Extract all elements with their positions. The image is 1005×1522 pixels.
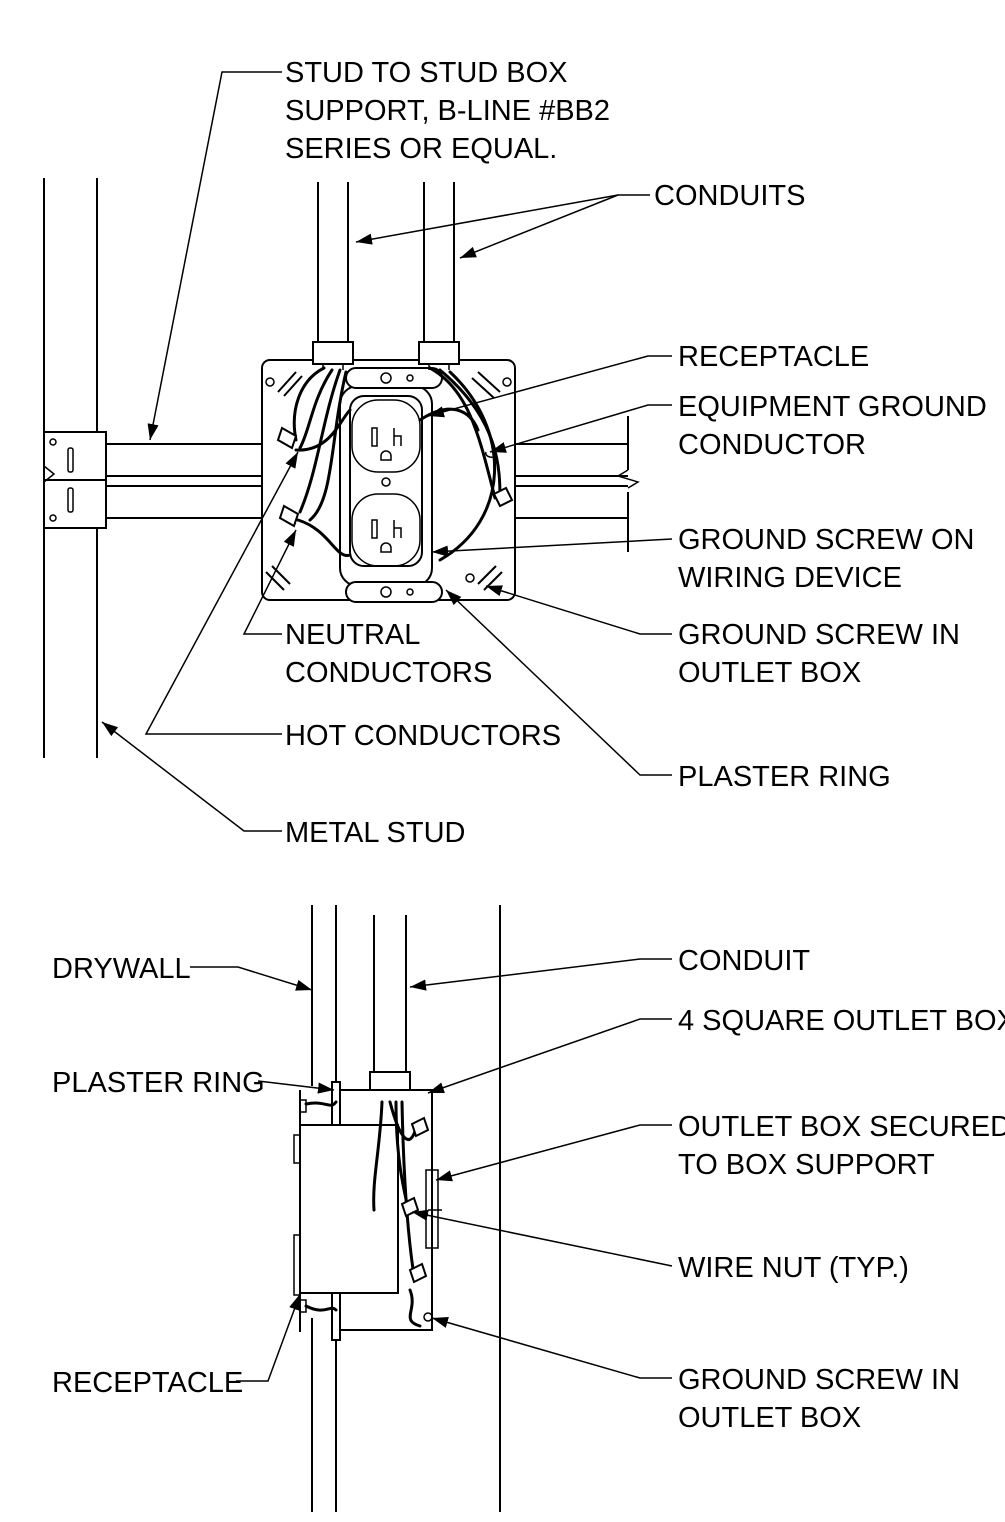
section-leaders: [190, 958, 673, 1382]
duplex-receptacle-face: [349, 395, 423, 567]
label-drywall: DRYWALL: [52, 953, 191, 985]
box-secured-line-2: TO BOX SUPPORT: [678, 1149, 935, 1181]
label-neutral: NEUTRAL CONDUCTORS: [285, 619, 492, 689]
neutral-line-2: CONDUCTORS: [285, 657, 492, 689]
label-plaster-ring-section: PLASTER RING: [52, 1067, 265, 1099]
box-support-channel: [106, 416, 640, 552]
box-support-bracket: [43, 431, 107, 529]
box-secured-line-1: OUTLET BOX SECURED: [678, 1111, 1005, 1143]
label-ground-screw-device: GROUND SCREW ON WIRING DEVICE: [678, 524, 974, 594]
label-metal-stud: METAL STUD: [285, 817, 465, 849]
equipment-ground-line-2: CONDUCTOR: [678, 429, 866, 461]
plan-view: STUD TO STUD BOX SUPPORT, B-LINE #BB2 SE…: [43, 57, 987, 849]
box-support-line-2: SUPPORT, B-LINE #BB2: [285, 95, 610, 127]
ground-screw-box-section-line-1: GROUND SCREW IN: [678, 1364, 960, 1396]
ground-screw-box-line-2: OUTLET BOX: [678, 657, 861, 689]
label-ground-screw-box: GROUND SCREW IN OUTLET BOX: [678, 619, 960, 689]
ground-screw-device-line-2: WIRING DEVICE: [678, 562, 902, 594]
label-conduit: CONDUIT: [678, 945, 810, 977]
box-support-line-1: STUD TO STUD BOX: [285, 57, 568, 89]
label-receptacle: RECEPTACLE: [678, 341, 869, 373]
label-equipment-ground: EQUIPMENT GROUND CONDUCTOR: [678, 391, 987, 461]
section-view: DRYWALL CONDUIT 4 SQUARE OUTLET BOX PLAS…: [52, 905, 1005, 1512]
label-wire-nut: WIRE NUT (TYP.): [678, 1252, 909, 1284]
label-plaster-ring: PLASTER RING: [678, 761, 891, 793]
label-receptacle-section: RECEPTACLE: [52, 1367, 243, 1399]
ground-screw-box-section-line-2: OUTLET BOX: [678, 1402, 861, 1434]
label-hot: HOT CONDUCTORS: [285, 720, 561, 752]
label-outlet-box: 4 SQUARE OUTLET BOX: [678, 1005, 1005, 1037]
drywall-section: [311, 905, 501, 1512]
equipment-ground-line-1: EQUIPMENT GROUND: [678, 391, 987, 423]
label-box-support: STUD TO STUD BOX SUPPORT, B-LINE #BB2 SE…: [285, 57, 610, 165]
ground-screw-device-line-1: GROUND SCREW ON: [678, 524, 974, 556]
label-ground-screw-box-section: GROUND SCREW IN OUTLET BOX: [678, 1364, 960, 1434]
box-support-line-3: SERIES OR EQUAL.: [285, 133, 557, 165]
neutral-line-1: NEUTRAL: [285, 619, 420, 651]
conduit-section: [369, 915, 411, 1103]
plan-leaders: [101, 71, 673, 832]
ground-screw-box-line-1: GROUND SCREW IN: [678, 619, 960, 651]
label-box-secured: OUTLET BOX SECURED TO BOX SUPPORT: [678, 1111, 1005, 1181]
plaster-ring-side: [293, 1081, 399, 1341]
conduits-pair: [312, 182, 460, 370]
label-conduits: CONDUITS: [654, 180, 805, 212]
